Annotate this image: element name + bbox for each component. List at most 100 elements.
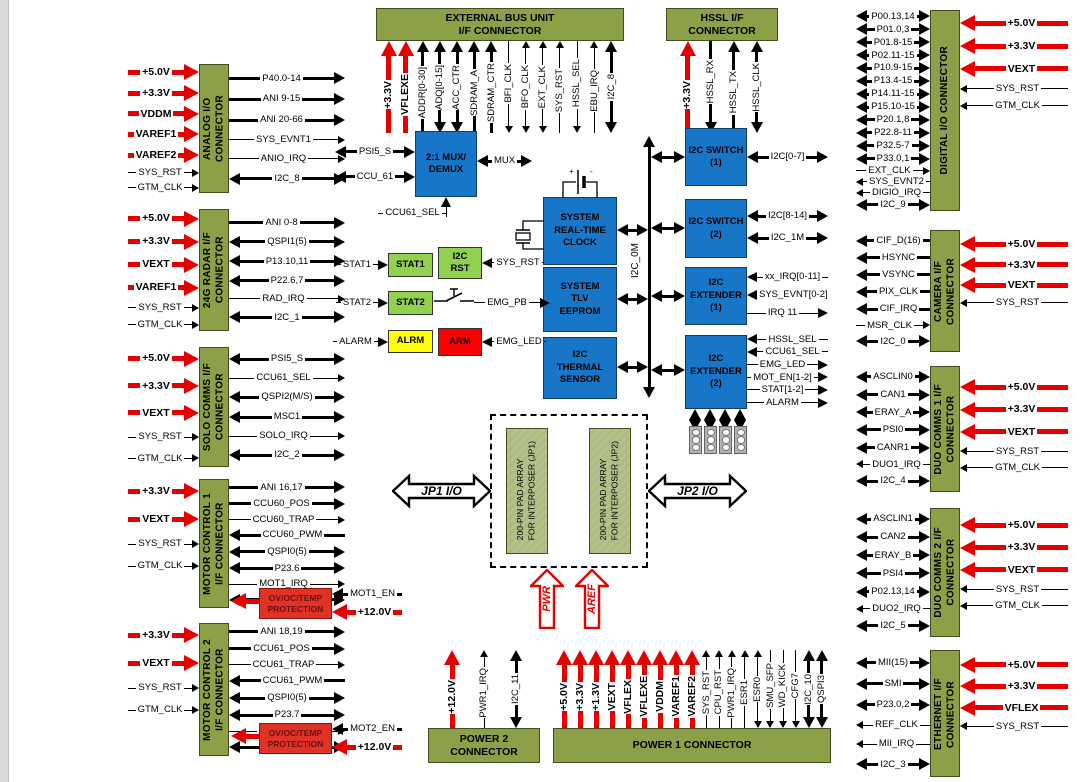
camera-title: CAMERA I/F CONNECTOR — [932, 257, 957, 325]
pin-alarm: ALARM — [333, 336, 389, 347]
pin-sys-rst: SYS_RST — [128, 432, 200, 442]
stat2-led-label: STAT2 — [396, 296, 425, 308]
solo-comms-title: SOLO COMMS I/F CONNECTOR — [201, 362, 226, 452]
pin-cfg7: CFG7 — [790, 650, 803, 728]
mux-demux-title: 2:1 MUX/ DEMUX — [425, 151, 467, 175]
pin-bfi-clk: BFI_CLK — [500, 41, 517, 134]
stat1-row: STAT1 — [336, 257, 388, 272]
pin-+5.0v: +5.0V — [960, 656, 1069, 673]
pin-ani-0-8: ANI 0-8 — [229, 216, 345, 229]
double-arrow-icon — [392, 473, 491, 509]
i2c-bus-line — [642, 136, 656, 398]
pin — [231, 593, 259, 609]
pin — [719, 409, 731, 431]
pin-p14.11-15: P14.11-15 — [856, 88, 930, 101]
up-arrow-icon — [575, 569, 609, 629]
pin-psi4: PSI4 — [856, 567, 931, 580]
pad-array-jp1: 200-PIN PAD ARRAY FOR INTERPOSER (JP1) — [506, 428, 548, 554]
pin-+3.3v: +3.3V — [128, 233, 200, 250]
pin-psi5-s: PSI5_S — [229, 353, 345, 365]
pin-vext: VEXT — [960, 423, 1068, 440]
motor2-protection-block: OV/OC/TEMP PROTECTION — [259, 723, 332, 754]
pin — [440, 197, 452, 217]
emg-pb-row: EMG_PB — [474, 295, 551, 310]
pin-+5.0v: +5.0V — [128, 350, 200, 367]
pin-+5.0v: +5.0V — [128, 64, 200, 81]
alarm-led-label: ALRM — [396, 335, 425, 347]
pin-asclin1: ASCLIN1 — [856, 513, 931, 526]
pin-canr1: CANR1 — [856, 441, 931, 454]
pin-p00.13-14: P00.13,14 — [856, 10, 930, 23]
pin-mii-15-: MII(15) — [856, 656, 930, 669]
i2c-switch1-block: I2C SWITCH (1) — [685, 128, 747, 186]
pin-asclin0: ASCLIN0 — [856, 370, 931, 383]
pin-+1.3v: +1.3V — [588, 650, 604, 729]
pin-sys-evnt1: SYS_EVNT1 — [229, 135, 346, 145]
pin-p23.7: P23.7 — [229, 709, 346, 722]
pin-ext-clk: EXT_CLK — [856, 166, 930, 176]
i2c-switch2-block: I2C SWITCH (2) — [685, 199, 747, 258]
pin-ani-16-17: ANI 16,17 — [229, 481, 345, 494]
motor-control-1-title: MOTOR CONTROL 1 I/F CONNECTOR — [201, 492, 226, 595]
pin-qspi1-5-: QSPI1(5) — [229, 235, 346, 248]
pin-i2c-11: I2C_11 — [500, 650, 532, 728]
svg-text:+: + — [569, 167, 574, 176]
power2-connector-box: POWER 2 CONNECTOR — [428, 728, 540, 763]
jumper-link-4 — [734, 409, 746, 431]
pin — [734, 409, 746, 431]
pwr-arrow: PWR — [530, 569, 564, 629]
pin-vext: VEXT — [960, 561, 1068, 578]
motor-control-2-title: MOTOR CONTROL 2 I/F CONNECTOR — [201, 638, 226, 741]
stat2-row: STAT2 — [336, 295, 388, 310]
ethernet-box: ETHERNET I/F CONNECTOR — [930, 650, 960, 777]
bus-link-rtc — [617, 222, 648, 238]
pin — [704, 409, 716, 431]
pin-p22.8-11: P22.8-11 — [856, 126, 931, 139]
pin-sys-rst: SYS_RST — [960, 721, 1069, 731]
pin-+3.3v: +3.3V — [960, 38, 1069, 55]
interposer-dashed-outline — [490, 414, 648, 568]
pin-+5.0v: +5.0V — [960, 379, 1069, 396]
pin-gtm-clk: GTM_CLK — [128, 453, 199, 463]
pin-sys-rst: SYS_RST — [960, 584, 1069, 594]
pin-mot2-en: MOT2_EN — [332, 723, 402, 735]
pin-esr1: ESR1 — [738, 650, 751, 729]
pin-+3.3v: +3.3V — [960, 401, 1069, 418]
motor1-protection-block: OV/OC/TEMP PROTECTION — [259, 588, 332, 619]
pin-hssl-sel: HSSL_SEL — [569, 41, 586, 133]
bus-link-switch1 — [651, 149, 685, 165]
hssl-connector-box: HSSL I/F CONNECTOR — [666, 8, 778, 41]
pin-emg-led: EMG_LED — [482, 336, 546, 347]
pin-varef1: VAREF1 — [668, 650, 684, 728]
jumper-header-3 — [719, 426, 732, 454]
jumper-link-1 — [689, 409, 701, 431]
pin-vext: VEXT — [960, 277, 1068, 294]
mux-demux-block: 2:1 MUX/ DEMUX — [415, 131, 477, 197]
pin — [689, 409, 701, 431]
pin — [617, 224, 648, 236]
camera-box: CAMERA I/F CONNECTOR — [930, 230, 960, 352]
power1-title: POWER 1 CONNECTOR — [632, 739, 752, 752]
pin-mot1-irq: MOT1_IRQ — [229, 579, 345, 589]
pin-esr0: ESR0 — [751, 650, 764, 729]
pin-i2c-8: I2C_8 — [229, 172, 346, 185]
pin-+12.0v: +12.0V — [332, 739, 403, 755]
alarm-row: ALARM — [333, 334, 389, 349]
pin-sys-evnt2: SYS_EVNT2 — [856, 177, 931, 187]
motor2-protection-title: OV/OC/TEMP PROTECTION — [267, 727, 324, 749]
pin-stat2: STAT2 — [336, 297, 388, 308]
